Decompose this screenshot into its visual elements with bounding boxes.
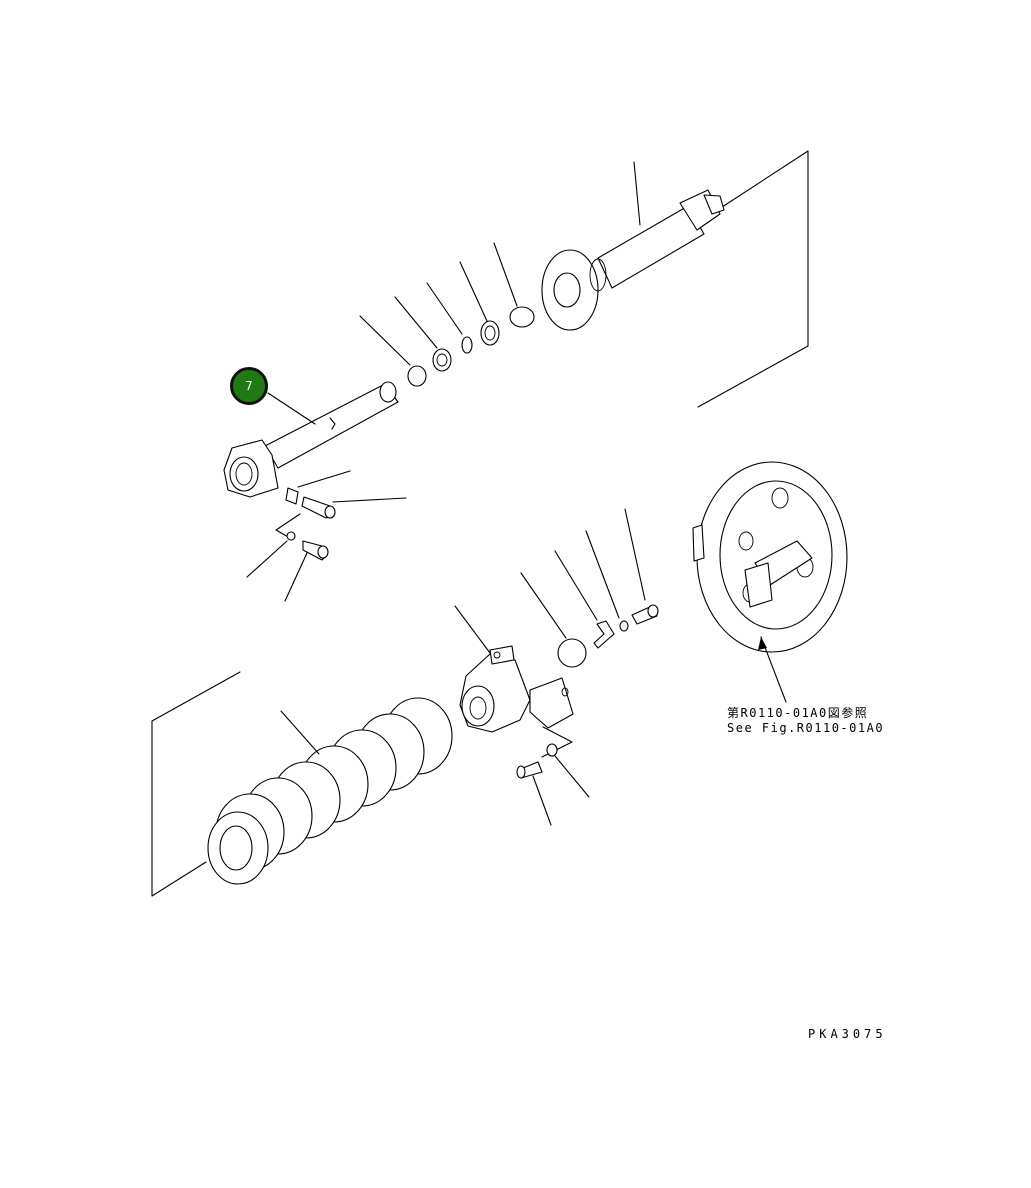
reference-note-english: See Fig.R0110-01A0 — [727, 721, 885, 735]
callout-7-badge[interactable]: 7 — [230, 367, 268, 405]
idler-shaft-part — [541, 161, 725, 331]
tension-bracket-part — [454, 605, 590, 826]
drawing-code: PKA3075 — [808, 1027, 887, 1041]
fittings-group — [246, 470, 407, 602]
upper-assembly-frame — [697, 150, 809, 408]
reference-note-japanese: 第R0110-01A0図参照 — [727, 706, 869, 720]
recoil-spring-part — [151, 671, 453, 897]
shaft-rings-group — [359, 242, 535, 387]
idler-wheel-part — [624, 461, 848, 703]
rod-part-7 — [223, 381, 399, 498]
clip-bolt-group — [520, 530, 659, 668]
